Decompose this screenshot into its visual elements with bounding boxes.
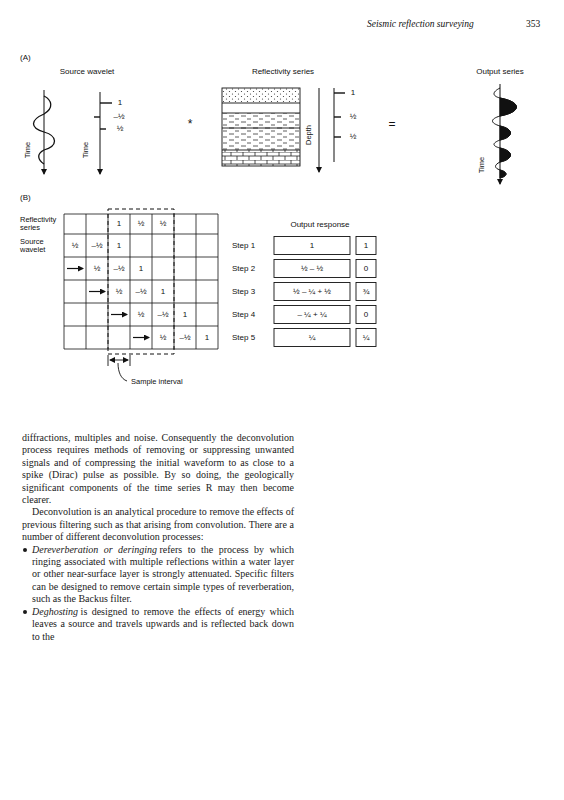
body-paragraph: diffractions, multiples and noise. Conse…	[22, 432, 294, 505]
grid-cell-value: –½	[179, 333, 190, 341]
grid-line	[64, 326, 218, 327]
axis-label: Depth	[305, 125, 313, 145]
output-value: 1	[364, 241, 368, 249]
grid-cell-value: –½	[135, 287, 146, 295]
figure-heading: Reflectivity series	[252, 68, 314, 76]
shift-arrow	[111, 314, 127, 315]
step-label: Step 1	[232, 241, 255, 249]
row-label: Source wavelet	[20, 238, 60, 254]
convolution-window	[108, 209, 174, 354]
spike-value: –½	[113, 113, 124, 121]
output-value: ½ – ¼ + ½	[293, 287, 331, 295]
step-label: Step 2	[232, 264, 255, 272]
grid-cell-value: ½	[94, 264, 101, 272]
output-value: ¼	[309, 333, 316, 341]
output-value: ¾	[363, 287, 370, 295]
bullet-item: Dereverberation or deringingrefers to th…	[22, 544, 294, 606]
grid-line	[64, 234, 218, 235]
grid-cell-value: ½	[160, 220, 167, 228]
callout-label: Sample interval	[131, 378, 183, 386]
running-header: Seismic reflection surveying	[367, 20, 474, 30]
shift-arrow	[67, 268, 83, 269]
page-number: 353	[526, 20, 540, 30]
body-text-column: diffractions, multiples and noise. Conse…	[22, 432, 294, 643]
step-label: Step 5	[232, 333, 255, 341]
source-wavelet	[34, 90, 55, 174]
spike-value: ½	[350, 113, 357, 121]
grid-line	[64, 214, 218, 215]
grid-cell-value: –½	[113, 264, 124, 272]
bullet-item: Deghostingis designed to remove the effe…	[22, 606, 294, 643]
output-value: 1	[310, 241, 314, 249]
spike-value: 1	[351, 89, 355, 97]
spike-value: 1	[118, 99, 122, 107]
panel-letter: (A)	[20, 54, 31, 62]
grid-cell-value: 1	[183, 310, 187, 318]
grid-cell-value: ½	[116, 287, 123, 295]
grid-cell-value: 1	[139, 264, 143, 272]
convolution-grid	[64, 214, 218, 349]
grid-cell-value: 1	[117, 220, 121, 228]
operator-symbol: *	[188, 118, 193, 131]
output-value: ¼	[363, 333, 370, 341]
output-trace	[493, 84, 517, 184]
output-value: – ¼ + ¼	[297, 310, 326, 318]
shift-arrow	[133, 337, 149, 338]
figure-heading: Output response	[290, 221, 349, 229]
bullet-dot	[23, 610, 27, 614]
row-label: Reflectivity series	[20, 216, 66, 232]
grid-cell-value: ½	[160, 333, 167, 341]
axis-label: Time	[24, 142, 32, 158]
grid-line	[64, 303, 218, 304]
grid-cell-value: 1	[205, 333, 209, 341]
panel-letter: (B)	[20, 194, 31, 202]
grid-line	[64, 349, 218, 350]
bullet-term: Deghosting	[32, 606, 78, 617]
output-response-boxes	[274, 237, 376, 347]
step-label: Step 4	[232, 310, 255, 318]
sample-interval-bracket	[108, 355, 130, 381]
output-value: ½ – ½	[301, 264, 323, 272]
grid-cell-value: 1	[117, 241, 121, 249]
grid-line	[64, 280, 218, 281]
grid-cell-value: –½	[91, 241, 102, 249]
grid-cell-value: –½	[157, 310, 168, 318]
step-label: Step 3	[232, 287, 255, 295]
bullet-term: Dereverberation or deringing	[32, 544, 157, 555]
axis-label: Time	[478, 157, 486, 173]
figure-heading: Output series	[476, 68, 524, 76]
operator-symbol: =	[388, 118, 395, 131]
paragraph: diffractions, multiples and noise. Conse…	[22, 432, 294, 506]
spike-value: ½	[117, 125, 124, 133]
spike-series	[94, 92, 112, 174]
body-paragraph: Deconvolution is an analytical procedure…	[22, 506, 294, 542]
grid-cell-value: ½	[72, 241, 79, 249]
paragraph: Deconvolution is an analytical procedure…	[22, 506, 294, 543]
bullet-dot	[23, 548, 27, 552]
layered-earth-section	[222, 88, 300, 166]
spike-value: ½	[350, 133, 357, 141]
output-value: 0	[364, 310, 368, 318]
axis-label: Time	[82, 142, 90, 158]
figure-heading: Source wavelet	[60, 68, 115, 76]
grid-line	[64, 257, 218, 258]
grid-cell-value: ½	[138, 310, 145, 318]
shift-arrow	[89, 291, 105, 292]
grid-cell-value: ½	[138, 220, 145, 228]
grid-cell-value: 1	[161, 287, 165, 295]
reflectivity-spikes	[319, 88, 345, 172]
output-value: 0	[364, 264, 368, 272]
